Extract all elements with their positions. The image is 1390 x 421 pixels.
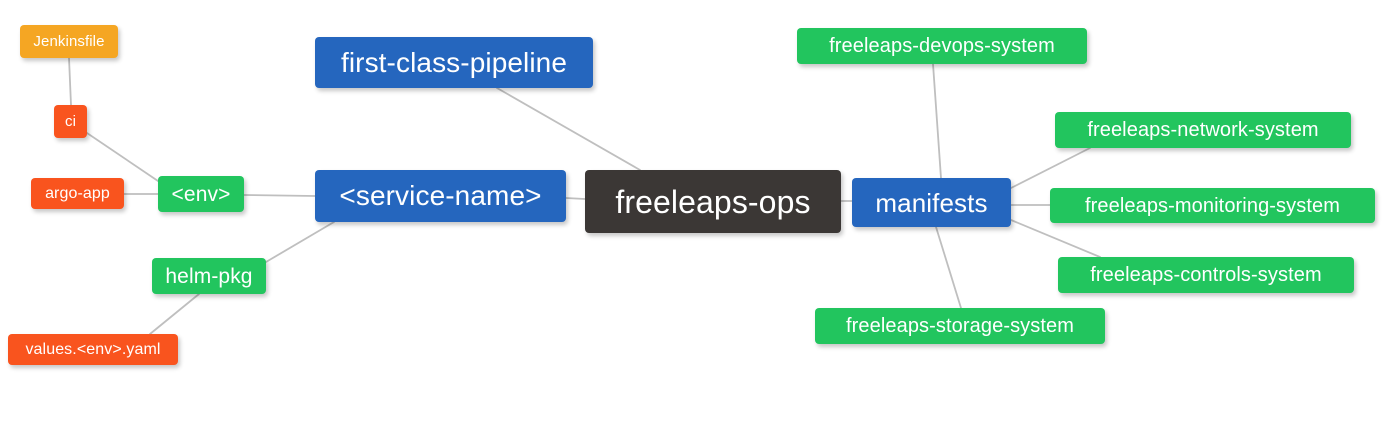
edge-jenkinsfile-to-ci bbox=[68, 57, 72, 106]
node-label-freeleaps-monitoring-system: freeleaps-monitoring-system bbox=[1084, 194, 1340, 217]
edge-manifests-to-freeleaps-network-system bbox=[1010, 147, 1091, 189]
node-argo-app[interactable]: argo-app bbox=[31, 178, 124, 209]
node-label-argo-app: argo-app bbox=[45, 184, 110, 202]
node-freeleaps-monitoring-system[interactable]: freeleaps-monitoring-system bbox=[1050, 188, 1375, 223]
node-freeleaps-ops[interactable]: freeleaps-ops bbox=[585, 170, 841, 233]
node-freeleaps-controls-system[interactable]: freeleaps-controls-system bbox=[1058, 257, 1354, 293]
node-label-values-yaml: values.<env>.yaml bbox=[25, 340, 161, 358]
node-freeleaps-devops-system[interactable]: freeleaps-devops-system bbox=[797, 28, 1087, 64]
node-label-freeleaps-storage-system: freeleaps-storage-system bbox=[845, 315, 1075, 337]
edge-first-class-pipeline-to-freeleaps-ops bbox=[496, 87, 641, 171]
node-jenkinsfile[interactable]: Jenkinsfile bbox=[20, 25, 118, 58]
node-env[interactable]: <env> bbox=[158, 176, 244, 212]
edge-helm-pkg-to-values-yaml bbox=[149, 293, 200, 335]
node-label-freeleaps-controls-system: freeleaps-controls-system bbox=[1090, 264, 1322, 286]
node-label-helm-pkg: helm-pkg bbox=[165, 264, 253, 288]
node-first-class-pipeline[interactable]: first-class-pipeline bbox=[315, 37, 593, 88]
node-label-manifests: manifests bbox=[875, 187, 988, 218]
node-freeleaps-storage-system[interactable]: freeleaps-storage-system bbox=[815, 308, 1105, 344]
node-ci[interactable]: ci bbox=[54, 105, 87, 138]
edge-ci-to-env bbox=[86, 132, 159, 182]
node-label-first-class-pipeline: first-class-pipeline bbox=[340, 46, 568, 78]
edge-manifests-to-freeleaps-controls-system bbox=[1010, 219, 1101, 258]
node-service-name[interactable]: <service-name> bbox=[315, 170, 566, 222]
node-values-yaml[interactable]: values.<env>.yaml bbox=[8, 334, 178, 365]
node-helm-pkg[interactable]: helm-pkg bbox=[152, 258, 266, 294]
node-freeleaps-network-system[interactable]: freeleaps-network-system bbox=[1055, 112, 1351, 148]
node-label-freeleaps-devops-system: freeleaps-devops-system bbox=[829, 35, 1055, 57]
edge-service-name-to-helm-pkg bbox=[265, 221, 335, 263]
node-label-service-name: <service-name> bbox=[339, 180, 542, 211]
node-label-jenkinsfile: Jenkinsfile bbox=[33, 33, 105, 50]
node-label-ci: ci bbox=[64, 113, 77, 130]
node-label-env: <env> bbox=[171, 182, 231, 206]
node-manifests[interactable]: manifests bbox=[852, 178, 1011, 227]
node-label-freeleaps-ops: freeleaps-ops bbox=[615, 183, 811, 220]
edge-service-name-to-freeleaps-ops bbox=[565, 197, 586, 200]
edge-manifests-to-freeleaps-devops-system bbox=[932, 63, 942, 179]
edge-env-to-service-name bbox=[243, 194, 316, 197]
node-label-freeleaps-network-system: freeleaps-network-system bbox=[1087, 119, 1319, 141]
edge-manifests-to-freeleaps-storage-system bbox=[935, 226, 962, 309]
